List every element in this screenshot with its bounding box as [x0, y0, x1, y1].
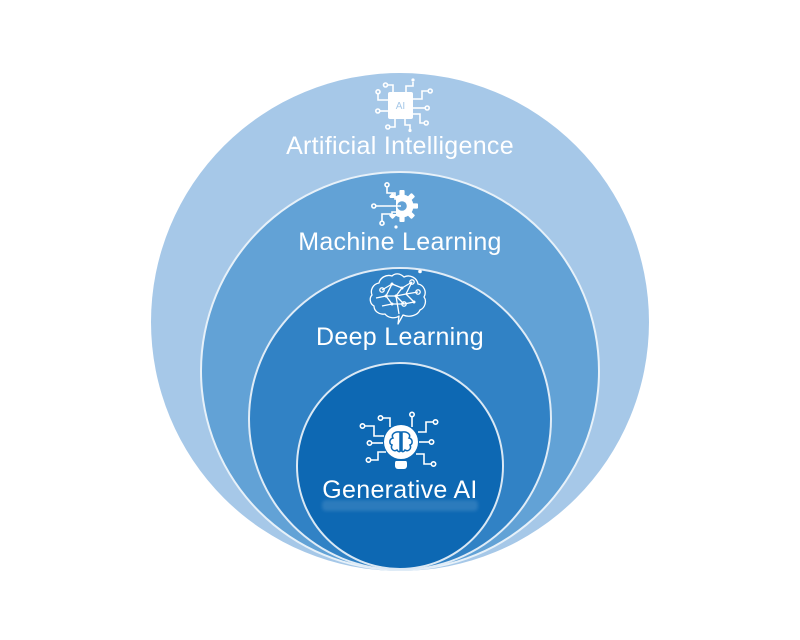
faint-watermark	[322, 500, 478, 511]
brain-bulb-circuit-icon	[359, 411, 439, 469]
ai-chip-icon: AI	[375, 78, 433, 133]
gear-circuit-icon	[371, 182, 418, 229]
label-machine-learning: Machine Learning	[298, 228, 502, 256]
label-generative-ai: Generative AI	[322, 476, 478, 504]
label-deep-learning: Deep Learning	[316, 323, 484, 351]
ai-chip-text: AI	[396, 101, 405, 112]
brain-network-icon	[369, 269, 427, 325]
label-artificial-intelligence: Artificial Intelligence	[286, 132, 514, 160]
brain-glyph	[389, 431, 413, 461]
